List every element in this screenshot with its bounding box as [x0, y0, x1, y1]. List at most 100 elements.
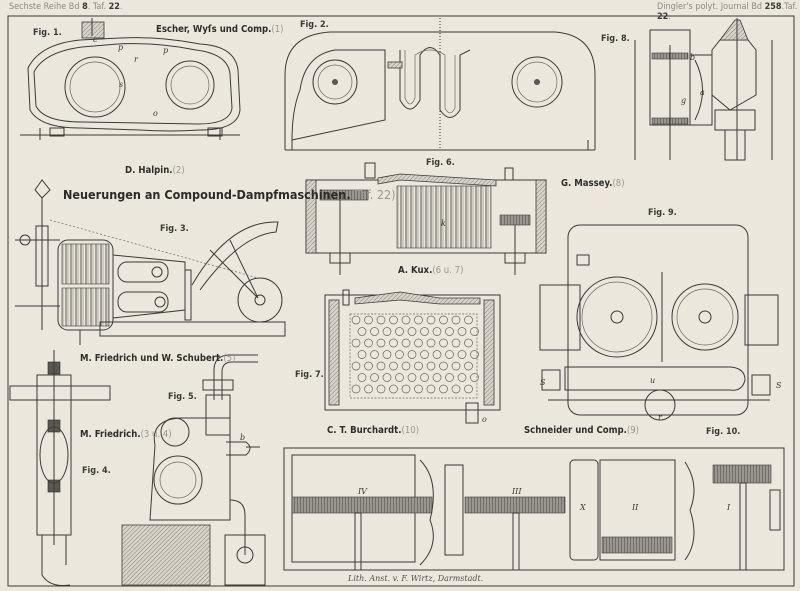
tube-hole — [407, 350, 417, 359]
tube-hole — [439, 338, 448, 348]
tube-hole — [451, 338, 461, 348]
svg-text:b: b — [240, 433, 245, 442]
maker-name: M. Friedrich und W. Schubert. — [80, 353, 224, 364]
tube-hole — [432, 373, 442, 382]
tube-hole — [389, 338, 398, 348]
fig6-label: Fig. 6. — [426, 158, 455, 168]
tube-hole — [457, 327, 467, 336]
fig4-label: Fig. 4. — [82, 466, 111, 476]
tube-hole — [370, 350, 379, 359]
fig3-label: Fig. 3. — [160, 224, 189, 234]
fig8-label: Fig. 8. — [601, 34, 630, 44]
tube-hole — [432, 350, 442, 359]
svg-text:s: s — [119, 80, 123, 89]
fig10-drawing: IV III X II I — [283, 447, 785, 571]
plate-title-text: Neuerungen an Compound-Dampfmaschinen. — [63, 187, 351, 202]
fig1-drawing: c p r p s o — [20, 18, 241, 140]
tube-hole — [470, 373, 479, 382]
maker-label: M. Friedrich und W. Schubert.(5) — [80, 353, 235, 364]
fig6-drawing: k — [305, 162, 547, 275]
tube-hole — [464, 361, 473, 371]
tube-hole — [376, 361, 386, 371]
tube-hole — [351, 315, 361, 325]
fig3-drawing — [15, 179, 286, 345]
tube-hole — [439, 315, 448, 325]
tube-hole — [457, 350, 467, 359]
tube-hole — [395, 373, 404, 382]
svg-text:IV: IV — [357, 487, 368, 496]
svg-text:I: I — [726, 503, 731, 512]
svg-text:II: II — [631, 503, 639, 512]
plate-title: Neuerungen an Compound-Dampfmaschinen.(T… — [63, 187, 396, 202]
svg-text:c: c — [93, 35, 98, 44]
maker-ref: (3 u. 4) — [140, 429, 172, 440]
journal-volume-number: 258 — [764, 2, 782, 12]
fig7-tube-holes — [351, 315, 479, 394]
tube-hole — [426, 338, 436, 348]
maker-name: G. Massey. — [561, 178, 613, 189]
fig9-label: Fig. 9. — [648, 208, 677, 218]
maker-label: A. Kux.(6 u. 7) — [398, 265, 463, 276]
tube-hole — [457, 373, 467, 382]
maker-name: Schneider und Comp. — [524, 425, 627, 436]
series-label: Sechste Reihe Bd — [9, 2, 80, 12]
maker-label: D. Halpin.(2) — [125, 165, 185, 176]
tube-hole — [376, 315, 386, 325]
svg-text:b: b — [690, 53, 695, 62]
fig10-label: Fig. 10. — [706, 427, 741, 437]
tube-hole — [395, 350, 404, 359]
tube-hole — [382, 350, 392, 359]
maker-label: Escher, Wyſs und Comp.(1) — [156, 24, 284, 35]
svg-text:g: g — [681, 96, 686, 105]
maker-ref: (1) — [271, 24, 284, 35]
maker-label: C. T. Burchardt.(10) — [327, 425, 419, 436]
volume-number: 8 — [82, 2, 88, 12]
fig4-drawing — [9, 350, 111, 586]
plate-frame — [7, 15, 795, 587]
tube-hole — [426, 315, 436, 325]
tube-hole — [414, 361, 423, 371]
tube-hole — [364, 361, 373, 371]
tube-hole — [351, 361, 361, 371]
tube-hole — [389, 384, 398, 394]
tube-hole — [451, 361, 461, 371]
tube-hole — [370, 373, 379, 382]
maker-name: A. Kux. — [398, 265, 433, 276]
tube-hole — [464, 338, 473, 348]
maker-ref: (2) — [172, 165, 185, 176]
tube-hole — [382, 373, 392, 382]
tube-hole — [389, 315, 398, 325]
tube-hole — [420, 327, 429, 336]
svg-text:S: S — [776, 381, 782, 390]
tube-hole — [357, 373, 367, 382]
fig5-drawing: b — [121, 354, 266, 586]
tube-hole — [395, 327, 404, 336]
tube-hole — [401, 384, 411, 394]
svg-text:X: X — [579, 503, 586, 512]
tube-hole — [420, 373, 429, 382]
svg-text:S: S — [540, 378, 546, 387]
journal-plate-prefix: Taf — [784, 2, 795, 12]
tube-hole — [445, 327, 454, 336]
tube-hole — [464, 384, 473, 394]
tube-hole — [407, 373, 417, 382]
plate-number: 22 — [108, 2, 120, 12]
fig7-label: Fig. 7. — [295, 370, 324, 380]
plate-title-ref: (Taf. 22) — [350, 187, 396, 202]
tube-hole — [445, 350, 454, 359]
svg-text:o: o — [153, 109, 158, 118]
tube-hole — [470, 350, 479, 359]
tube-hole — [464, 315, 473, 325]
maker-ref: (9) — [626, 425, 640, 436]
tube-hole — [351, 384, 361, 394]
plate-prefix: Taf — [92, 2, 104, 12]
journal-label: Dingler's polyt. Journal Bd — [657, 2, 763, 12]
tube-hole — [426, 361, 436, 371]
tube-hole — [451, 315, 461, 325]
tube-hole — [364, 315, 373, 325]
tube-hole — [401, 338, 411, 348]
maker-name: C. T. Burchardt. — [327, 425, 402, 436]
svg-text:a: a — [700, 88, 705, 97]
